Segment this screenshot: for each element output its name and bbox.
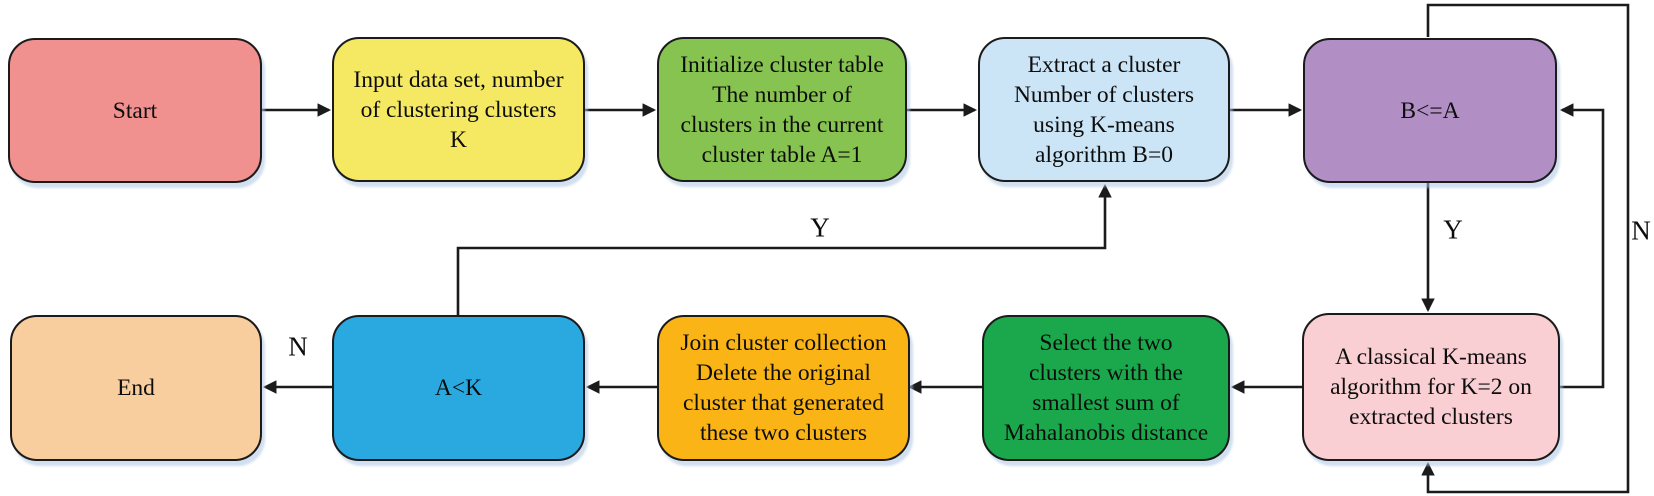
node-start-label: Start xyxy=(112,97,158,124)
node-select-two-clusters: Select the two clusters with the smalles… xyxy=(982,315,1230,461)
connector-kmeans2-to-checkb xyxy=(1559,103,1605,389)
node-check-a-lt-k-label: A<K xyxy=(434,375,483,401)
node-join-cluster-collection-label: Join cluster collection Delete the origi… xyxy=(680,330,887,446)
node-select-two-clusters-label: Select the two clusters with the smalles… xyxy=(1003,330,1209,446)
node-initialize-cluster-table: Initialize cluster table The number of c… xyxy=(657,37,907,182)
node-input-data-set-label: Input data set, number of clustering clu… xyxy=(353,66,564,153)
connector-checka-yes-to-extract xyxy=(456,183,1112,315)
edge-label-checkb-yes: Y xyxy=(1443,214,1463,245)
node-check-b-le-a: B<=A xyxy=(1303,38,1557,183)
node-initialize-cluster-table-label: Initialize cluster table The number of c… xyxy=(680,51,884,168)
node-check-a-lt-k: A<K xyxy=(332,315,585,461)
connector-checkb-no-outer-loop xyxy=(1421,3,1630,494)
node-join-cluster-collection: Join cluster collection Delete the origi… xyxy=(657,315,910,461)
node-end: End xyxy=(10,315,262,461)
node-extract-cluster: Extract a cluster Number of clusters usi… xyxy=(978,37,1230,182)
edge-label-checka-yes: Y xyxy=(810,212,830,243)
edge-label-checkb-no: N xyxy=(1631,215,1651,246)
node-input-data-set: Input data set, number of clustering clu… xyxy=(332,37,585,182)
node-start: Start xyxy=(8,38,262,183)
node-extract-cluster-label: Extract a cluster Number of clusters usi… xyxy=(1013,51,1195,168)
edge-label-checka-no: N xyxy=(288,331,308,362)
node-check-b-le-a-label: B<=A xyxy=(1400,97,1460,124)
node-classical-kmeans-k2: A classical K-means algorithm for K=2 on… xyxy=(1302,313,1560,461)
node-end-label: End xyxy=(117,375,155,401)
node-classical-kmeans-k2-label: A classical K-means algorithm for K=2 on… xyxy=(1330,344,1532,430)
